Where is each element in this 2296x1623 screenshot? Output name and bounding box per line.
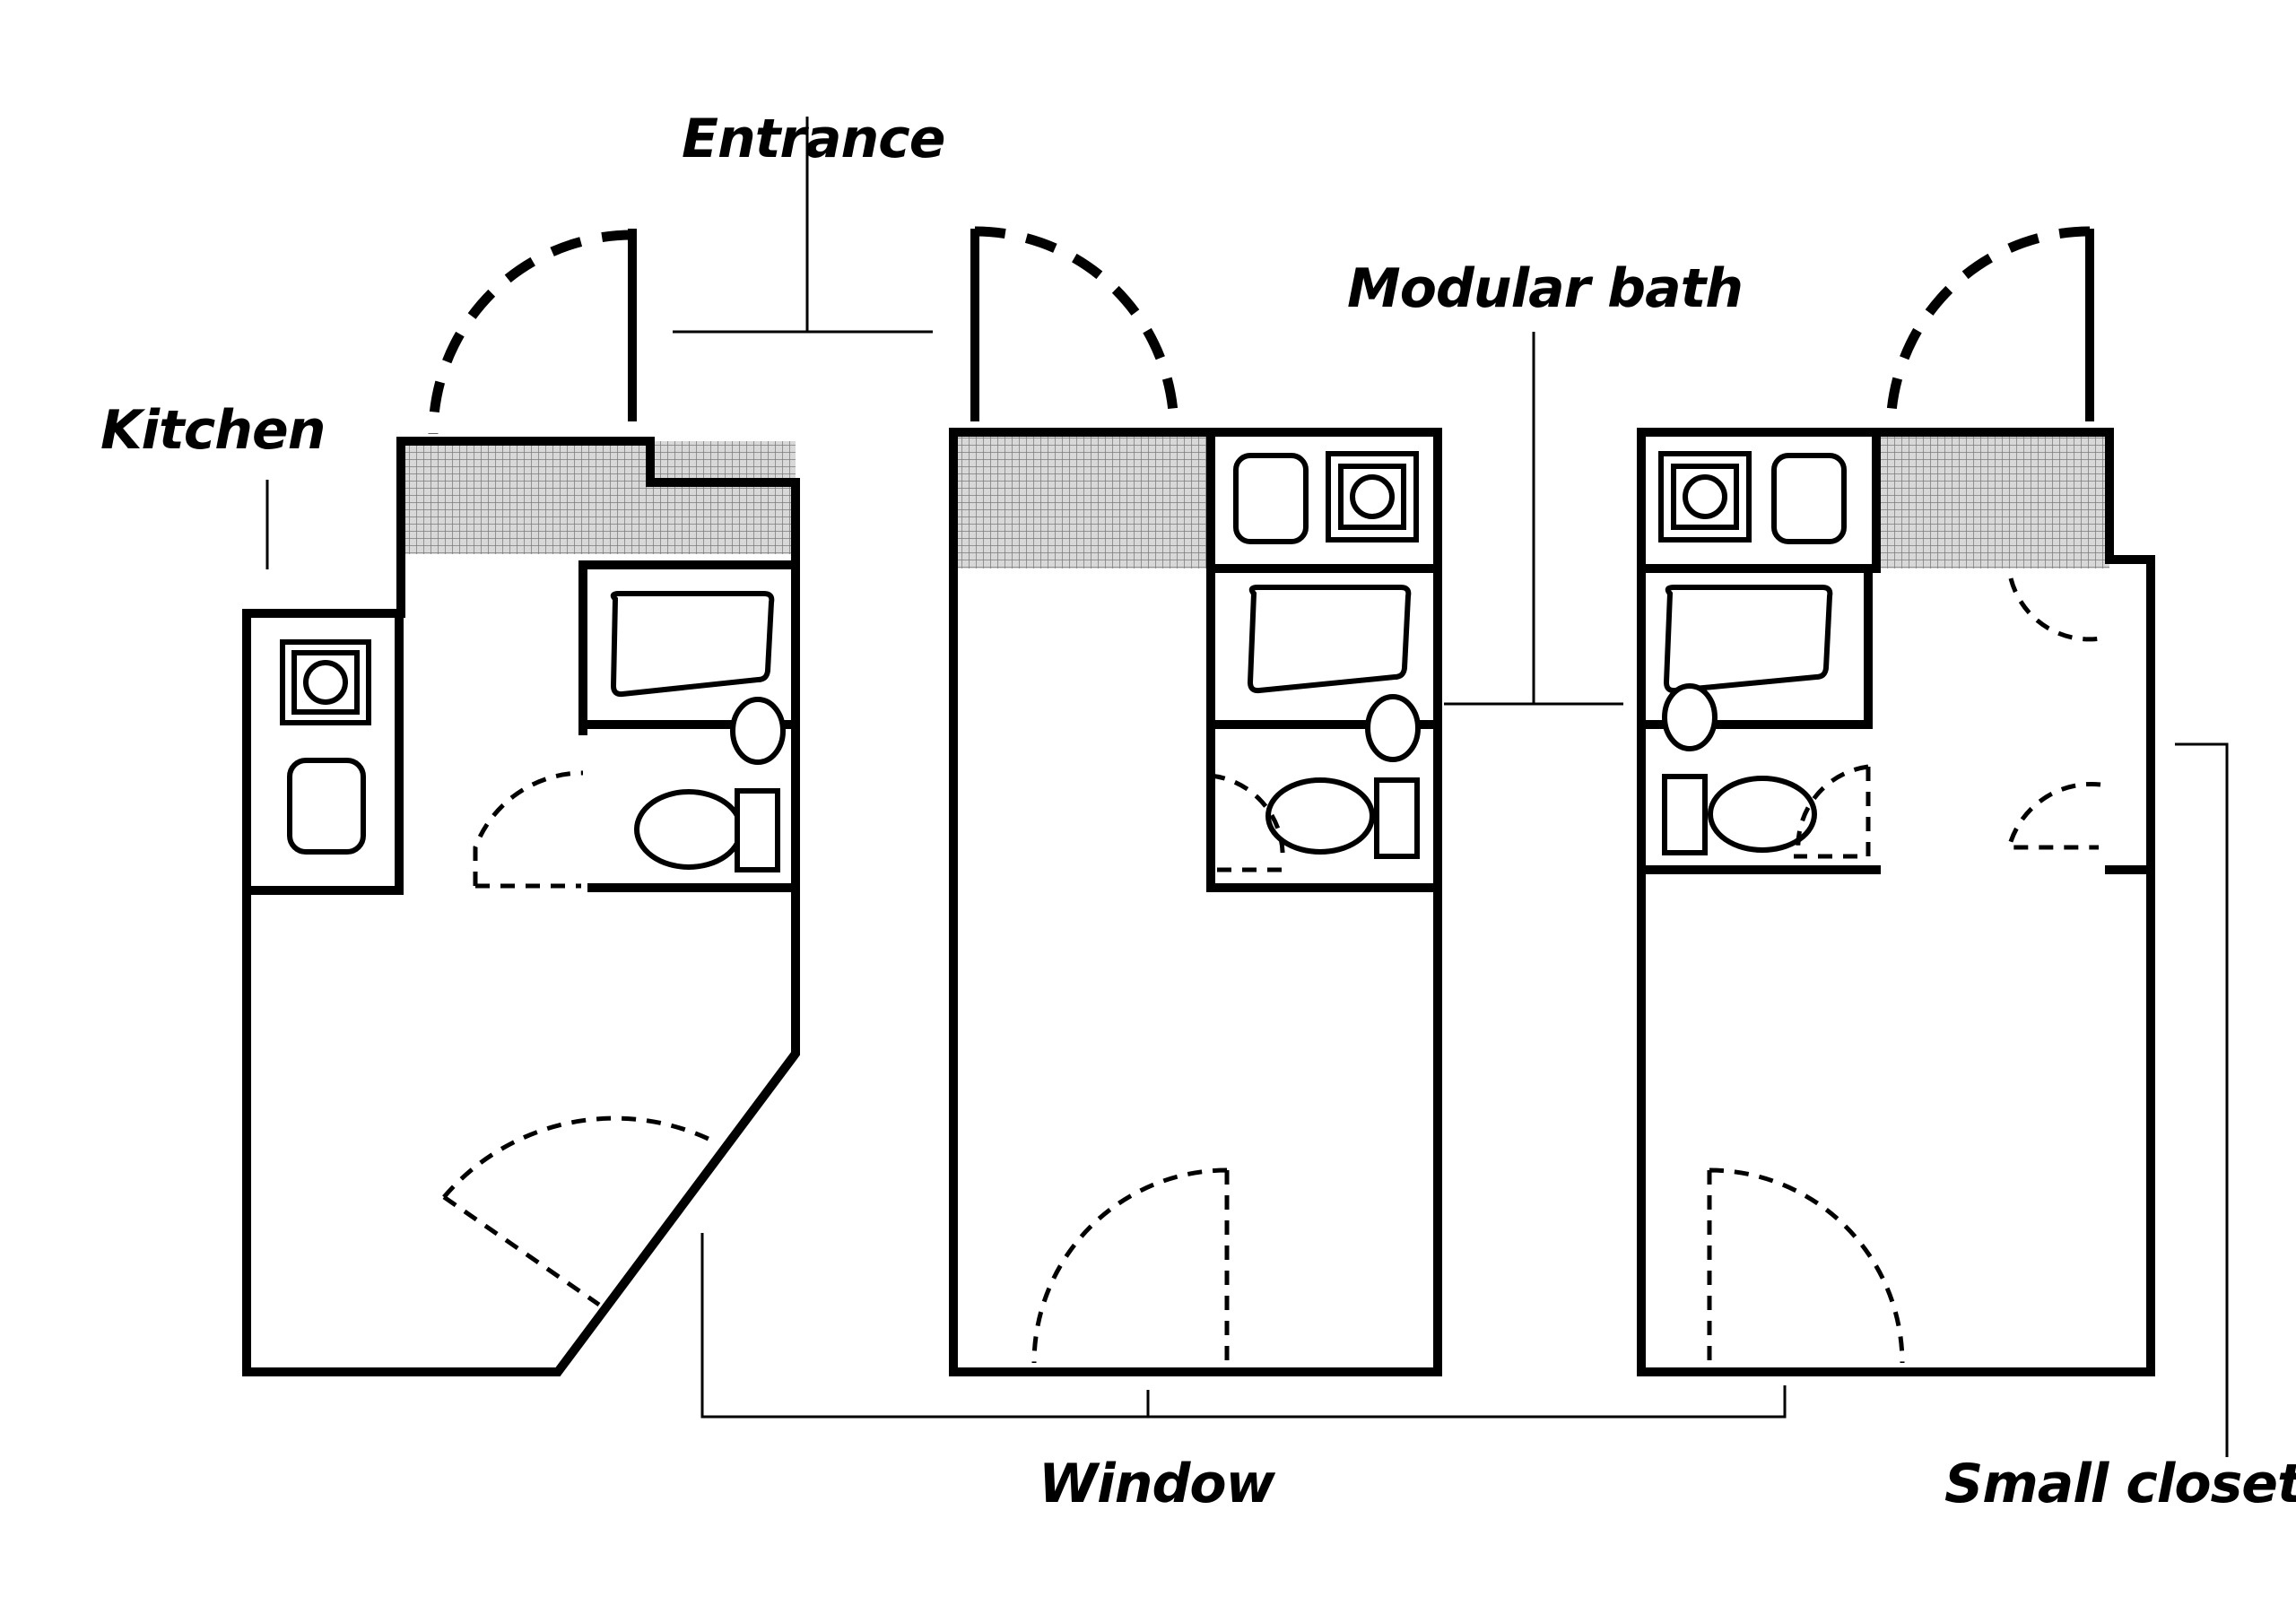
bath-door-swing-right [1794, 764, 1871, 859]
entrance-hall-floor-middle [953, 432, 1211, 568]
unit-middle [949, 226, 1442, 1376]
modular-bath-leader [1444, 332, 1623, 706]
outer-wall-left [242, 437, 800, 1376]
bath-wall-middle [1206, 564, 1442, 892]
window-leader [700, 1233, 1787, 1419]
outer-wall-right [1637, 428, 2155, 1376]
closet-door-swing-lower-right [2005, 781, 2101, 850]
bathtub-right [1663, 585, 1833, 694]
bathtub-left [610, 591, 775, 698]
entrance-door-swing-left [428, 230, 633, 435]
bath-wall-right [1637, 564, 1881, 874]
unit-right [1637, 226, 2155, 1376]
bath-door-swing-middle [1208, 773, 1285, 872]
window-door-swing-right [1707, 1167, 1905, 1364]
window-label: Window [1039, 1453, 1275, 1515]
sink-bath-left [730, 697, 786, 765]
closet-door-swing-upper-right [2008, 577, 2101, 642]
toilet-bowl-left [634, 789, 744, 870]
entrance-hall-floor-right [1876, 432, 2109, 568]
burner-right [1683, 474, 1727, 519]
entrance-label: Entrance [682, 108, 945, 170]
window-door-swing-left [442, 1115, 719, 1307]
toilet-tank-left [735, 788, 780, 872]
entrance-leader [673, 117, 933, 334]
closet-wall-right [2105, 428, 2155, 874]
bath-wall-left [578, 560, 800, 735]
toilet-bowl-middle [1265, 777, 1375, 855]
kitchen-label: Kitchen [100, 399, 326, 462]
small-closet-leader [2175, 742, 2229, 1457]
toilet-tank-right [1662, 774, 1708, 855]
kitchen-wall-right [1637, 428, 1881, 573]
toilet-tank-middle [1374, 777, 1420, 859]
unit-left [242, 229, 800, 1376]
sink-bath-right [1662, 683, 1718, 751]
entrance-door-swing-right [1885, 226, 2091, 431]
burner-middle [1350, 474, 1395, 519]
window-door-swing-middle [1031, 1167, 1230, 1364]
entrance-hall-floor-left [401, 441, 796, 554]
entrance-door-swing-middle [974, 226, 1179, 431]
leader-lines [265, 117, 2229, 1457]
burner-left [303, 660, 348, 705]
outer-wall-middle [949, 428, 1442, 1376]
bath-door-swing-left [473, 770, 584, 889]
sink-left [287, 758, 366, 855]
toilet-bowl-right [1708, 776, 1817, 853]
sink-bath-middle [1365, 694, 1421, 762]
sink-right [1771, 453, 1847, 544]
modular-bath-label: Modular bath [1347, 257, 1744, 320]
small-closet-label: Small closet [1944, 1453, 2296, 1515]
sink-middle [1233, 453, 1309, 544]
bathtub-middle [1247, 585, 1412, 694]
